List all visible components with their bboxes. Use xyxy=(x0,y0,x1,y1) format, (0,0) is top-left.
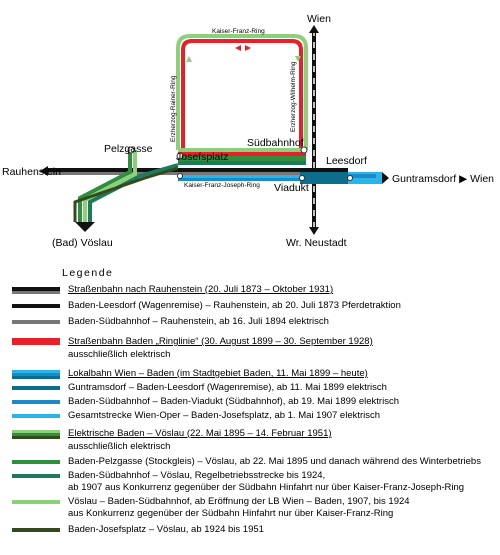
leesdorf-marker xyxy=(347,175,353,181)
wr-neustadt-arrow-icon xyxy=(309,227,319,235)
swatch-black-grey xyxy=(12,287,60,294)
ring-lines xyxy=(176,34,308,152)
legend-group-header: Elektrische Baden – Vöslau (22. Mai 1895… xyxy=(68,428,332,439)
station-label-josefsplatz: Josefsplatz xyxy=(176,151,229,163)
legend-group-header: Lokalbahn Wien – Baden (im Stadtgebiet B… xyxy=(68,368,368,379)
swatch-blue xyxy=(12,370,60,379)
rauhenstein-arrow-icon xyxy=(40,166,48,176)
swatch-green-light xyxy=(12,500,60,504)
swatch-green-mid xyxy=(12,460,60,464)
legend-group-header: Straßenbahn nach Rauhenstein (20. Juli 1… xyxy=(68,284,334,295)
guntramsdorf-arrow-icon xyxy=(382,172,389,184)
josefsplatz-lb-marker xyxy=(177,173,183,179)
central-bundle xyxy=(178,148,306,165)
legend-item-label: Baden-Leesdorf (Wagenremise) – Rauhenste… xyxy=(68,300,401,311)
swatch-blue-light xyxy=(12,414,60,418)
swatch-green-teal xyxy=(12,474,60,478)
pelzgasse-marker xyxy=(127,146,135,154)
legend-item-label: Guntramsdorf – Baden-Leesdorf (Wagenremi… xyxy=(68,382,387,393)
up-arrow-icon xyxy=(186,56,192,62)
josefsplatz-marker xyxy=(176,152,184,160)
swatch-grey xyxy=(12,320,60,324)
legend-heading: Legende xyxy=(62,267,114,279)
legend-item-label-continued: ab 1907 aus Konkurrenz gegenüber der Süd… xyxy=(68,482,465,493)
street-label-kaiser-franz-joseph-ring: Kaiser-Franz-Joseph-Ring xyxy=(184,182,260,189)
station-label-wr-neustadt: Wr. Neustadt xyxy=(286,237,347,249)
legend-item-label: Baden-Südbahnhof – Rauhenstein, ab 16. J… xyxy=(68,316,329,327)
legend-group-header: Straßenbahn Baden „Ringlinie“ (30. Augus… xyxy=(68,336,373,347)
route-map: Wien Kaiser-Franz-Ring Erzherzog-Rainer-… xyxy=(2,13,494,249)
station-label-wien: Wien xyxy=(307,13,331,25)
wien-arrow-icon xyxy=(309,25,319,33)
legend-item-label: Baden-Südbahnhof – Baden-Viadukt (Südbah… xyxy=(68,396,399,407)
rauhenstein-line xyxy=(40,166,348,176)
station-label-leesdorf: Leesdorf xyxy=(326,155,367,167)
lokalbahn-line xyxy=(178,172,389,184)
station-label-rauhenstein: Rauhenstein xyxy=(2,166,61,178)
swatch-blue-mid xyxy=(12,400,60,404)
voeslau-arrow-icon xyxy=(75,222,95,232)
suedbahn-railway xyxy=(309,25,319,235)
street-label-kaiser-franz-ring: Kaiser-Franz-Ring xyxy=(212,28,265,35)
voeslau-line xyxy=(73,150,179,232)
station-markers xyxy=(127,146,353,181)
legend-item-label: Baden-Pelzgasse (Stockgleis) – Vöslau, a… xyxy=(68,456,481,467)
suedbahnhof-marker xyxy=(300,146,308,154)
swatch-green-dark xyxy=(12,528,60,532)
station-label-voeslau: (Bad) Vöslau xyxy=(52,237,113,249)
down-arrow-icon xyxy=(295,56,301,62)
station-label-viadukt: Viadukt xyxy=(274,182,309,194)
viadukt-marker xyxy=(299,175,305,181)
station-label-pelzgasse: Pelzgasse xyxy=(104,143,153,155)
left-arrow-icon xyxy=(235,45,241,51)
legend-item-label: Gesamtstrecke Wien-Oper – Baden-Josefspl… xyxy=(68,410,381,421)
swatch-red xyxy=(12,338,60,345)
street-label-erzherzog-rainer-ring: Erzherzog-Rainer-Ring xyxy=(170,75,177,142)
right-arrow-icon xyxy=(245,45,251,51)
swatch-black xyxy=(12,304,60,308)
street-label-erzherzog-wilhelm-ring: Erzherzog-Wilhelm-Ring xyxy=(290,61,297,132)
swatch-blue-dark xyxy=(12,386,60,390)
legend-item-label: Vöslau – Baden-Südbahnhof, ab Eröffnung … xyxy=(68,496,410,507)
station-label-suedbahnhof: Südbahnhof xyxy=(247,137,304,149)
legend-group-subheader: ausschließlich elektrisch xyxy=(68,441,171,452)
legend-item-label: Baden-Südbahnhof – Vöslau, Regelbetriebs… xyxy=(68,470,326,481)
station-label-guntramsdorf-wien: Guntramsdorf ▶ Wien xyxy=(392,173,494,185)
legend: Legende Straßenbahn nach Rauhenstein (20… xyxy=(0,262,500,555)
legend-item-label: Baden-Josefsplatz – Vöslau, ab 1924 bis … xyxy=(68,524,264,535)
legend-item-label-continued: aus Konkurrenz gegenüber der Südbahn Hin… xyxy=(68,508,394,519)
legend-group-subheader: ausschließlich elektrisch xyxy=(68,349,171,360)
swatch-green xyxy=(12,430,60,439)
